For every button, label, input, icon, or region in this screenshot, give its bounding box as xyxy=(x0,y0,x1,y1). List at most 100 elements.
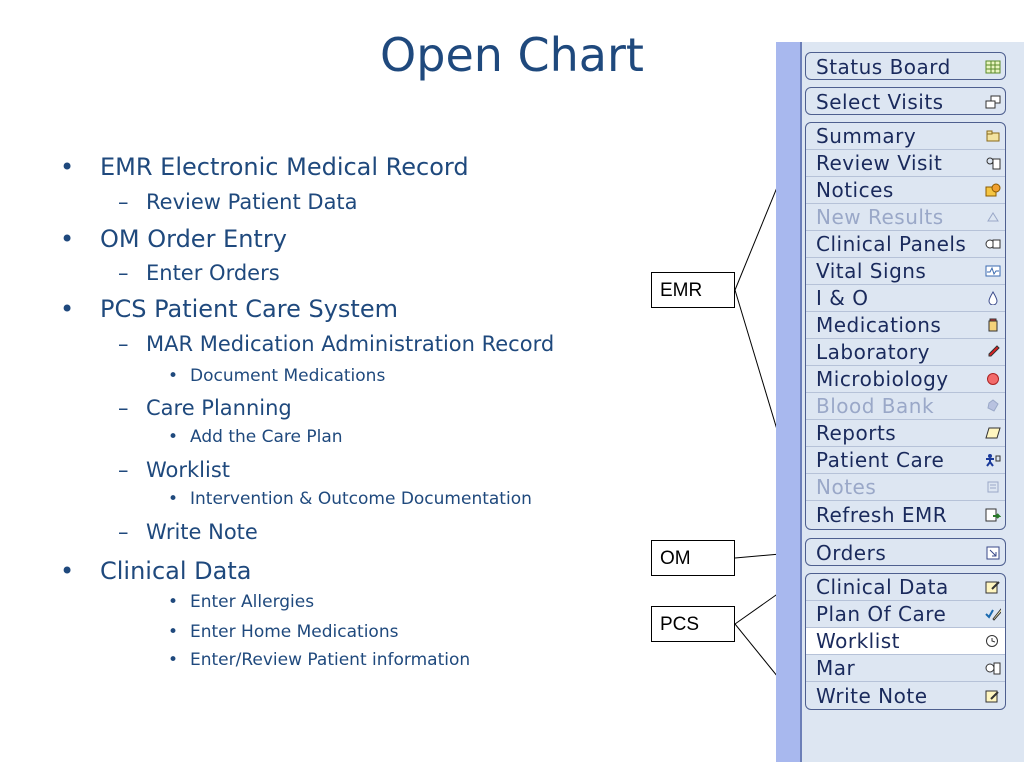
write-icon xyxy=(985,688,1001,704)
nav-item-new-results[interactable]: New Results xyxy=(806,204,1005,231)
results-icon xyxy=(985,209,1001,225)
outline-item-level3: Intervention & Outcome Documentation xyxy=(190,489,532,509)
nav-item-plan-of-care[interactable]: Plan Of Care xyxy=(806,601,1005,628)
nav-item-label: New Results xyxy=(816,205,944,229)
nav-item-label: Review Visit xyxy=(816,151,943,175)
nav-item-label: Blood Bank xyxy=(816,394,935,418)
nav-item-blood-bank[interactable]: Blood Bank xyxy=(806,393,1005,420)
select-visits-button[interactable]: Select Visits xyxy=(806,88,1005,114)
nav-item-label: Worklist xyxy=(816,629,901,653)
bullet-marker: • xyxy=(60,153,75,181)
nav-item-label: Notices xyxy=(816,178,894,202)
outline-item-level2: Care Planning xyxy=(146,396,292,420)
outline-item-level2: MAR Medication Administration Record xyxy=(146,332,555,356)
bullet-marker: • xyxy=(60,557,75,585)
outline-item-level2: Write Note xyxy=(146,520,258,544)
person-search-icon xyxy=(985,155,1001,171)
nav-item-label: Summary xyxy=(816,124,917,148)
nav-item-microbiology[interactable]: Microbiology xyxy=(806,366,1005,393)
bullet-marker: • xyxy=(168,622,179,642)
medication-icon xyxy=(985,317,1001,333)
nav-item-label: I & O xyxy=(816,286,869,310)
select-visits-group: Select Visits xyxy=(805,87,1006,115)
nav-item-label: Reports xyxy=(816,421,897,445)
nav-item-clinical-data[interactable]: Clinical Data xyxy=(806,574,1005,601)
bullet-marker: • xyxy=(168,366,179,386)
status-board-button[interactable]: Status Board xyxy=(806,53,1005,79)
bullet-marker: – xyxy=(118,332,129,356)
outline-item-level1: Clinical Data xyxy=(100,557,252,585)
report-icon xyxy=(985,425,1001,441)
nav-item-worklist[interactable]: Worklist xyxy=(806,628,1005,655)
nav-item-label: Laboratory xyxy=(816,340,930,364)
nav-item-write-note[interactable]: Write Note xyxy=(806,682,1005,709)
bullet-marker: – xyxy=(118,190,129,214)
orders-button[interactable]: Orders xyxy=(806,539,1005,565)
bullet-marker: – xyxy=(118,396,129,420)
page-title: Open Chart xyxy=(380,28,644,82)
bullet-marker: • xyxy=(168,592,179,612)
test-tube-icon xyxy=(985,344,1001,360)
status-board-group: Status Board xyxy=(805,52,1006,80)
nav-item-clinical-panels[interactable]: Clinical Panels xyxy=(806,231,1005,258)
bullet-outline: •EMR Electronic Medical Record–Review Pa… xyxy=(60,153,555,670)
nav-item-label: Microbiology xyxy=(816,367,949,391)
outline-item-level3: Add the Care Plan xyxy=(190,427,343,447)
mar-icon xyxy=(985,660,1001,676)
nav-item-mar[interactable]: Mar xyxy=(806,655,1005,682)
bullet-marker: • xyxy=(60,295,75,323)
select-visits-label: Select Visits xyxy=(816,89,944,114)
outline-item-level3: Enter Home Medications xyxy=(190,622,399,642)
outline-item-level2: Enter Orders xyxy=(146,261,280,285)
nav-item-label: Write Note xyxy=(816,683,928,708)
nav-item-notes[interactable]: Notes xyxy=(806,474,1005,501)
outline-item-level3: Document Medications xyxy=(190,366,386,386)
blood-bag-icon xyxy=(985,398,1001,414)
notes-icon xyxy=(985,479,1001,495)
outline-item-level3: Enter Allergies xyxy=(190,592,315,612)
outline-item-level2: Review Patient Data xyxy=(146,190,358,214)
nav-item-review-visit[interactable]: Review Visit xyxy=(806,150,1005,177)
nav-item-laboratory[interactable]: Laboratory xyxy=(806,339,1005,366)
outline-item-level1: PCS Patient Care System xyxy=(100,295,398,323)
drop-icon xyxy=(985,290,1001,306)
nav-item-summary[interactable]: Summary xyxy=(806,123,1005,150)
pcs-callout: PCS xyxy=(651,606,735,642)
check-pencil-icon xyxy=(985,606,1001,622)
nav-item-label: Refresh EMR xyxy=(816,502,948,527)
refresh-icon xyxy=(985,507,1001,523)
petri-dish-icon xyxy=(985,371,1001,387)
outline-item-level2: Worklist xyxy=(146,458,231,482)
clock-icon xyxy=(985,633,1001,649)
outline-item-level3: Enter/Review Patient information xyxy=(190,650,471,670)
grid-icon xyxy=(985,59,1001,75)
nav-item-label: Patient Care xyxy=(816,448,945,472)
bullet-marker: • xyxy=(60,225,75,253)
nav-item-vital-signs[interactable]: Vital Signs xyxy=(806,258,1005,285)
nav-item-label: Medications xyxy=(816,313,942,337)
bullet-marker: – xyxy=(118,458,129,482)
nav-item-patient-care[interactable]: Patient Care xyxy=(806,447,1005,474)
orders-icon xyxy=(985,545,1001,561)
bullet-marker: • xyxy=(168,489,179,509)
vitals-icon xyxy=(985,263,1001,279)
nav-item-label: Vital Signs xyxy=(816,259,927,283)
nav-item-reports[interactable]: Reports xyxy=(806,420,1005,447)
nav-item-i-o[interactable]: I & O xyxy=(806,285,1005,312)
nav-item-label: Plan Of Care xyxy=(816,602,947,626)
orders-label: Orders xyxy=(816,540,887,565)
om-callout: OM xyxy=(651,540,735,576)
bullet-marker: – xyxy=(118,261,129,285)
bullet-marker: • xyxy=(168,427,179,447)
nav-item-notices[interactable]: Notices xyxy=(806,177,1005,204)
outline-item-level1: OM Order Entry xyxy=(100,225,287,253)
nav-item-medications[interactable]: Medications xyxy=(806,312,1005,339)
nav-item-label: Mar xyxy=(816,656,856,680)
orders-group: Orders xyxy=(805,538,1006,566)
nav-item-label: Notes xyxy=(816,475,877,499)
bullet-marker: • xyxy=(168,650,179,670)
status-board-label: Status Board xyxy=(816,54,951,79)
nav-item-label: Clinical Data xyxy=(816,575,949,599)
nav-item-refresh-emr[interactable]: Refresh EMR xyxy=(806,501,1005,528)
